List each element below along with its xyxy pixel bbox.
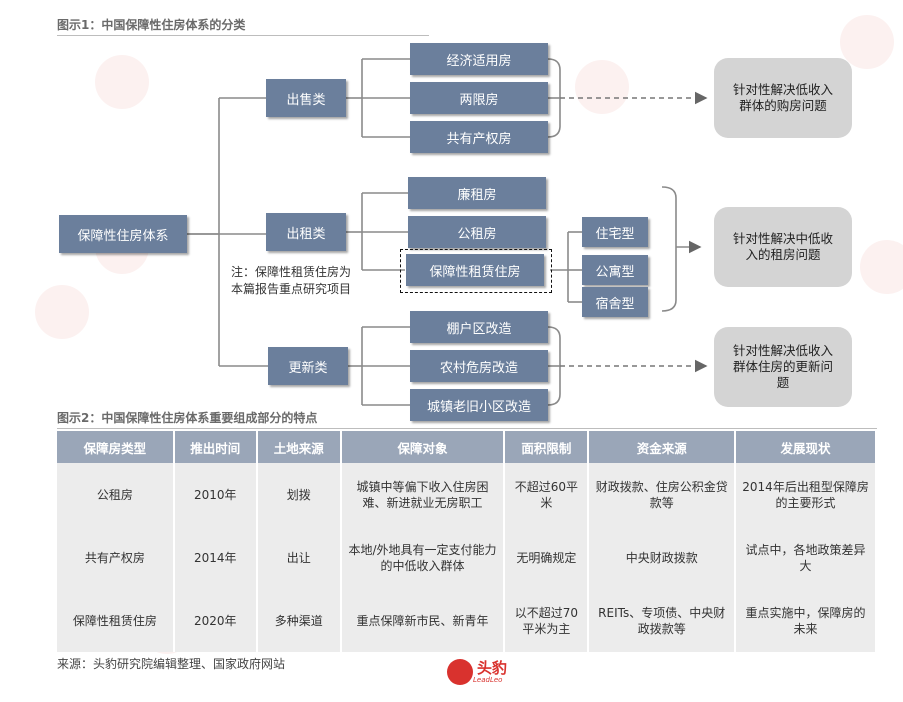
table-row: 保障性租赁住房 2020年 多种渠道 重点保障新市民、新青年 以不超过70平米为… xyxy=(57,589,877,652)
watermark-logo xyxy=(35,285,89,339)
table-cell: 重点保障新市民、新青年 xyxy=(340,589,506,652)
table-cell: 2014年 xyxy=(173,526,258,589)
watermark-logo xyxy=(840,15,894,69)
table-cell: 公租房 xyxy=(57,463,175,526)
table-row: 公租房 2010年 划拨 城镇中等偏下收入住房困难、新进就业无房职工 不超过60… xyxy=(57,463,877,526)
outcome-renew: 针对性解决低收入群体住房的更新问题 xyxy=(714,327,852,407)
category-renew: 更新类 xyxy=(268,347,348,385)
table-cell: 城镇中等偏下收入住房困难、新进就业无房职工 xyxy=(340,463,506,526)
brand-sub: LeadLeo xyxy=(473,675,503,684)
figure2-title: 图示2：中国保障性住房体系重要组成部分的特点 xyxy=(57,411,318,425)
figure2-rule xyxy=(57,428,877,429)
table-cell: 重点实施中，保障房的未来 xyxy=(735,589,877,652)
rent-subtype: 宿舍型 xyxy=(582,287,648,317)
table-cell: 2020年 xyxy=(173,589,258,652)
table-cell: 2014年后出租型保障房的主要形式 xyxy=(735,463,877,526)
table-cell: 本地/外地具有一定支付能力的中低收入群体 xyxy=(340,526,506,589)
sale-item: 经济适用房 xyxy=(410,43,548,75)
table-cell: 不超过60平米 xyxy=(504,463,590,526)
rent-subtype: 住宅型 xyxy=(582,217,648,247)
diagram-connectors xyxy=(187,58,708,406)
sale-item: 共有产权房 xyxy=(410,121,548,153)
table-header-row: 保障房类型 推出时间 土地来源 保障对象 面积限制 资金来源 发展现状 xyxy=(57,431,877,463)
watermark-logo xyxy=(575,60,629,114)
root-node: 保障性住房体系 xyxy=(59,215,187,253)
table-header-cell: 保障房类型 xyxy=(57,431,175,463)
table-header-cell: 土地来源 xyxy=(256,431,342,463)
category-rent: 出租类 xyxy=(266,213,346,251)
table-cell: 2010年 xyxy=(173,463,258,526)
figure1-title: 图示1：中国保障性住房体系的分类 xyxy=(57,18,246,32)
figure1-rule xyxy=(57,35,429,36)
brand-name: 头豹 xyxy=(477,658,508,677)
table-cell: 财政拨款、住房公积金贷款等 xyxy=(588,463,737,526)
table-cell: REITs、专项债、中央财政拨款等 xyxy=(588,589,737,652)
watermark-logo xyxy=(95,55,149,109)
outcome-rent: 针对性解决中低收入的租房问题 xyxy=(714,207,852,287)
rent-item: 廉租房 xyxy=(408,177,546,209)
highlight-frame xyxy=(400,249,552,293)
outcome-sale: 针对性解决低收入群体的购房问题 xyxy=(714,58,852,138)
brand-logo: 头豹 LeadLeo xyxy=(447,659,507,685)
table-cell: 共有产权房 xyxy=(57,526,175,589)
diagram-note: 注：保障性租赁住房为本篇报告重点研究项目 xyxy=(231,265,352,296)
table-row: 共有产权房 2014年 出让 本地/外地具有一定支付能力的中低收入群体 无明确规… xyxy=(57,526,877,589)
table-cell: 保障性租赁住房 xyxy=(57,589,175,652)
watermark-logo xyxy=(860,240,903,294)
table-cell: 出让 xyxy=(256,526,342,589)
renew-item: 城镇老旧小区改造 xyxy=(410,389,548,421)
table-header-cell: 保障对象 xyxy=(340,431,506,463)
category-sale: 出售类 xyxy=(266,79,346,117)
table-cell: 多种渠道 xyxy=(256,589,342,652)
table-header-cell: 推出时间 xyxy=(173,431,258,463)
table-cell: 中央财政拨款 xyxy=(588,526,737,589)
renew-item: 棚户区改造 xyxy=(410,311,548,343)
table-cell: 试点中，各地政策差异大 xyxy=(735,526,877,589)
table-header-cell: 资金来源 xyxy=(588,431,737,463)
characteristics-table: 保障房类型 推出时间 土地来源 保障对象 面积限制 资金来源 发展现状 公租房 … xyxy=(57,431,877,652)
table-cell: 以不超过70平米为主 xyxy=(504,589,590,652)
source-note: 来源：头豹研究院编辑整理、国家政府网站 xyxy=(57,657,286,671)
leopard-icon xyxy=(447,659,473,685)
table-header-cell: 面积限制 xyxy=(504,431,590,463)
rent-item: 公租房 xyxy=(408,216,546,248)
table-cell: 无明确规定 xyxy=(504,526,590,589)
renew-item: 农村危房改造 xyxy=(410,350,548,382)
rent-subtype: 公寓型 xyxy=(582,255,648,285)
rent-item-highlighted: 保障性租赁住房 xyxy=(406,254,544,286)
sale-item: 两限房 xyxy=(410,82,548,114)
table-header-cell: 发展现状 xyxy=(735,431,877,463)
table-cell: 划拨 xyxy=(256,463,342,526)
